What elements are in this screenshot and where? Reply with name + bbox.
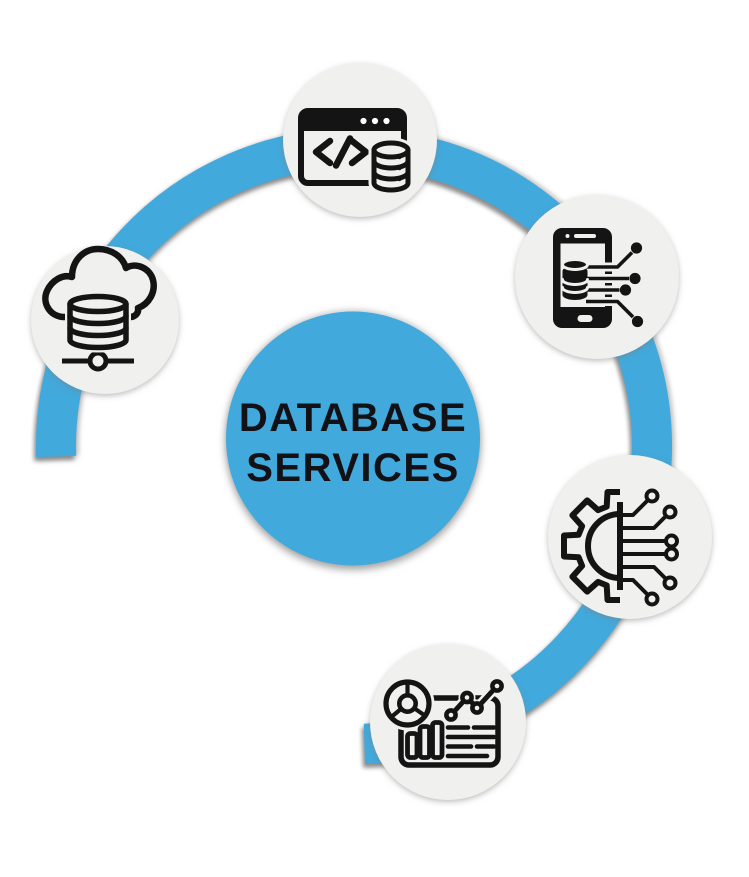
center-label: DATABASE SERVICES	[226, 312, 480, 565]
graph-node	[490, 679, 504, 693]
phone-camera	[565, 234, 570, 238]
mobile-database-circuit-icon	[553, 228, 644, 328]
line-graph	[448, 683, 500, 718]
db-dot	[397, 154, 402, 160]
browser-code-database-icon	[298, 108, 414, 196]
titlebar-dot	[383, 117, 390, 125]
circuit-traces	[620, 497, 669, 598]
center-circle	[226, 311, 480, 566]
graph-node	[470, 701, 484, 715]
titlebar-dot	[360, 117, 367, 125]
circuit-dot	[630, 242, 643, 254]
bar	[430, 720, 445, 760]
browser-titlebar	[301, 111, 404, 131]
graph-node	[460, 690, 474, 705]
satellite-circle	[283, 63, 437, 217]
satellite-upper-right	[515, 195, 679, 359]
cloud-database-network-icon	[42, 245, 157, 372]
satellite-left	[31, 245, 179, 394]
database-bands	[67, 301, 129, 339]
database-cylinder	[67, 293, 129, 351]
bar	[405, 731, 420, 760]
circuit-node	[662, 575, 678, 591]
database-cylinder	[371, 140, 411, 193]
database-bands	[371, 147, 411, 182]
circuit-node	[644, 591, 660, 607]
gear-hub-arc	[585, 511, 623, 581]
donut-dividers	[389, 682, 427, 719]
dashboard-board	[398, 695, 501, 768]
code-glyph	[312, 135, 370, 169]
analytics-dashboard-icon	[380, 676, 506, 768]
circuit-node	[664, 546, 679, 562]
database-top	[561, 258, 589, 271]
circuit-node	[662, 504, 678, 520]
circuit-node	[644, 488, 660, 504]
circuit-traces	[586, 251, 635, 319]
satellite-bottom	[370, 644, 526, 800]
cloud-outline	[42, 245, 157, 321]
gear-circuit-icon	[561, 488, 679, 607]
db-dot	[397, 176, 402, 182]
phone-home-button	[577, 315, 593, 322]
bar	[417, 724, 432, 760]
text-dashes	[445, 725, 497, 759]
phone-speaker	[574, 234, 596, 238]
titlebar-dot	[371, 117, 379, 125]
circuit-dot	[629, 272, 641, 285]
graph-node	[444, 708, 458, 722]
title-line-1: DATABASE	[238, 395, 468, 440]
satellite-lower-right	[548, 455, 712, 619]
circuit-node	[664, 533, 679, 549]
db-dot	[397, 165, 402, 171]
network-node	[87, 350, 109, 372]
circuit-dot	[631, 315, 644, 328]
satellite-top	[283, 63, 437, 217]
circuit-dot	[619, 284, 632, 296]
database-bands	[561, 278, 589, 294]
title-line-2: SERVICES	[246, 445, 460, 490]
half-gear	[561, 489, 620, 603]
